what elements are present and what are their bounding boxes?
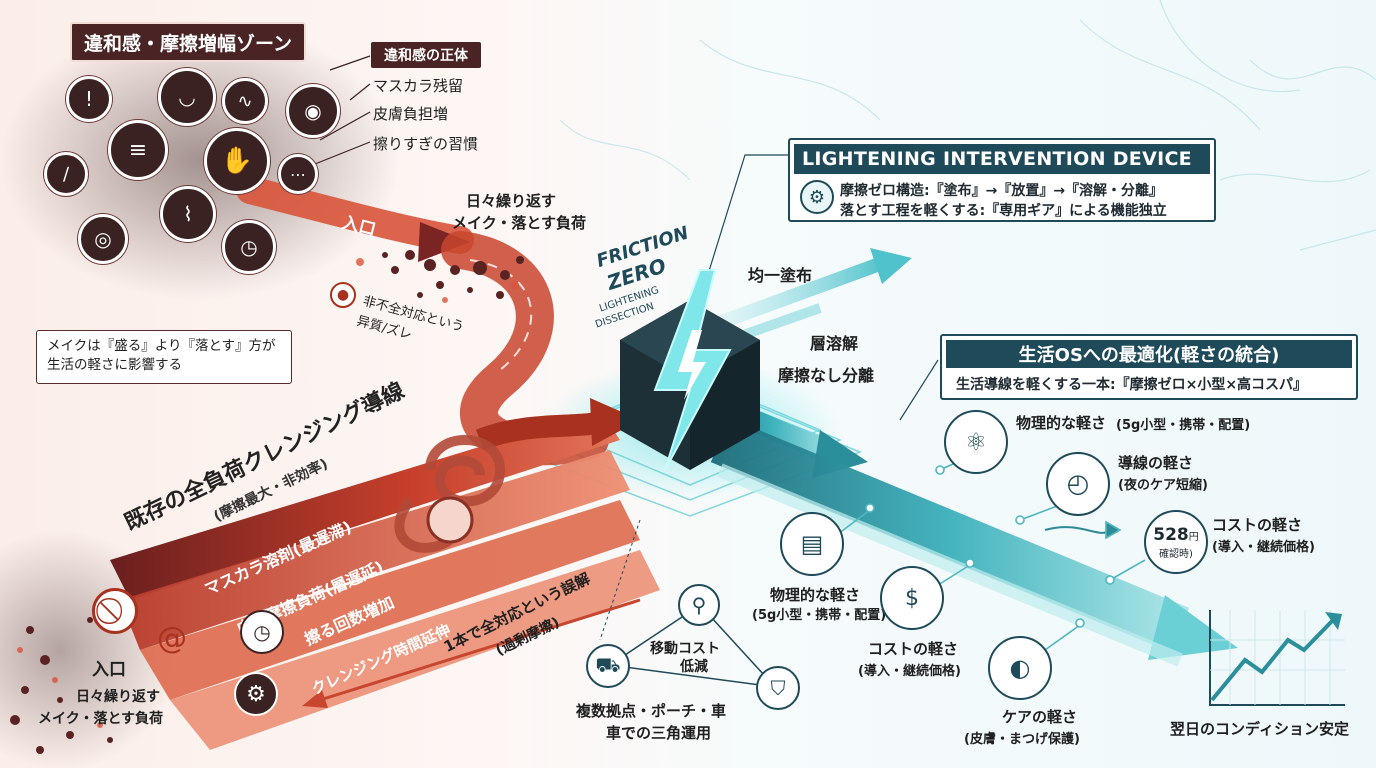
friction-zone-title: 違和感・摩擦増幅ゾーン <box>70 22 306 62</box>
price-unit: 円 <box>1188 531 1199 543</box>
skin-layer-icon: ⌇ <box>160 186 216 242</box>
benefit-title: 物理的な軽さ <box>1016 414 1107 432</box>
jar-icon: ▤ <box>780 512 844 576</box>
benefit-detail: (皮膚・まつげ保護) <box>964 732 1080 747</box>
clock-icon: ◴ <box>1046 452 1110 516</box>
device-panel-line2: 落とす工程を軽くする:『専用ギア』による機能独立 <box>840 203 1167 219</box>
device-panel-title: LIGHTENING INTERVENTION DEVICE <box>794 144 1210 174</box>
flow-dissolve-label: 層溶解 <box>810 334 859 353</box>
cog-icon: ⚙ <box>800 180 834 214</box>
flow-uniform-label: 均一塗布 <box>748 266 813 285</box>
pulse-icon: ∿ <box>222 78 268 124</box>
os-panel-title: 生活OSへの最適化(軽さの統合) <box>946 340 1352 368</box>
cause-item: マスカラ残留 <box>373 77 464 95</box>
top-load-label-line2: メイク・落とす負荷 <box>452 214 586 232</box>
truck-icon: ⛟ <box>586 644 630 688</box>
triangle-network <box>607 604 777 689</box>
eyelash-icon: ◡ <box>158 68 216 126</box>
top-load-label-line1: 日々繰り返す <box>466 192 557 210</box>
benefit-title: コストの軽さ <box>1212 516 1303 534</box>
particles <box>10 250 524 754</box>
benefit-detail: (5g小型・携帯・配置) <box>1116 418 1251 433</box>
cause-header: 違和感の正体 <box>371 42 481 68</box>
price-badge: 528 円 確認時) <box>1144 510 1208 574</box>
bottom-load-label-line1: 日々繰り返す <box>76 689 160 705</box>
layers-icon: ≡ <box>108 120 168 180</box>
benefit-detail: (導入・継続価格) <box>858 664 961 679</box>
cause-item: 皮膚負担増 <box>373 105 449 123</box>
outcome-label: 翌日のコンディション安定 <box>1170 720 1349 738</box>
benefit-detail: (5g小型・携帯・配置) <box>752 608 887 623</box>
move-cost-line2: 低減 <box>680 659 708 675</box>
pouch-icon: ⛉ <box>756 666 800 710</box>
cause-item: 擦りすぎの習慣 <box>373 135 479 153</box>
bottom-load-label-line2: メイク・落とす負荷 <box>38 711 164 727</box>
device-panel-line1: 摩擦ゼロ構造:『塗布』→『放置』→『溶解・分離』 <box>840 183 1164 199</box>
eyelash-care-icon: ◐ <box>988 636 1052 700</box>
more-icon: ⋯ <box>278 154 318 194</box>
rubbing-hand-icon: ✋ <box>204 128 270 194</box>
flow-separate-label: 摩擦なし分離 <box>778 366 875 385</box>
device-panel: LIGHTENING INTERVENTION DEVICE ⚙ 摩擦ゼロ構造:… <box>788 138 1216 222</box>
alert-icon: ! <box>66 76 112 122</box>
gear-icon: ⚙ <box>234 672 278 716</box>
no-mascara-icon: ⃠ <box>92 588 138 634</box>
stopwatch-icon: ◷ <box>240 610 284 654</box>
price-value: 528 <box>1153 524 1189 545</box>
mascara-wand-icon: ∕ <box>44 152 88 196</box>
mirror-icon: ◉ <box>286 84 340 138</box>
bases-line2: 車での三角運用 <box>606 724 712 742</box>
bases-line1: 複数拠点・ポーチ・車 <box>576 702 727 720</box>
os-panel-line: 生活導線を軽くする一本:『摩擦ゼロ×小型×高コスパ』 <box>956 377 1308 393</box>
swirl-icon: @ <box>157 620 187 656</box>
outcome-chart <box>1209 610 1345 706</box>
benefit-title: コストの軽さ <box>868 640 959 658</box>
mismatch-icon: ● <box>330 282 356 308</box>
cotton-pad-icon: ◎ <box>78 214 128 264</box>
os-panel: 生活OSへの最適化(軽さの統合) 生活導線を軽くする一本:『摩擦ゼロ×小型×高コ… <box>940 334 1358 400</box>
friction-spiral <box>394 435 506 553</box>
price-note: 確認時) <box>1159 548 1193 560</box>
note-box: メイクは『盛る』より『落とす』方が 生活の軽さに影響する <box>36 330 292 384</box>
location-pin-icon: ⚲ <box>678 584 720 626</box>
network-icon: ⚛ <box>944 410 1008 474</box>
benefit-detail: (導入・継続価格) <box>1212 540 1315 555</box>
entry-label-bottom: 入口 <box>92 660 126 680</box>
timer-icon: ◷ <box>222 220 276 274</box>
cost-down-icon: $ <box>880 566 944 630</box>
benefit-detail: (夜のケア短縮) <box>1118 478 1208 493</box>
benefit-title: ケアの軽さ <box>1002 708 1078 726</box>
benefit-title: 導線の軽さ <box>1118 454 1194 472</box>
move-cost-line1: 移動コスト <box>650 641 720 657</box>
background-lines <box>559 0 1376 251</box>
core-prism <box>620 269 760 471</box>
benefit-title: 物理的な軽さ <box>770 586 861 604</box>
